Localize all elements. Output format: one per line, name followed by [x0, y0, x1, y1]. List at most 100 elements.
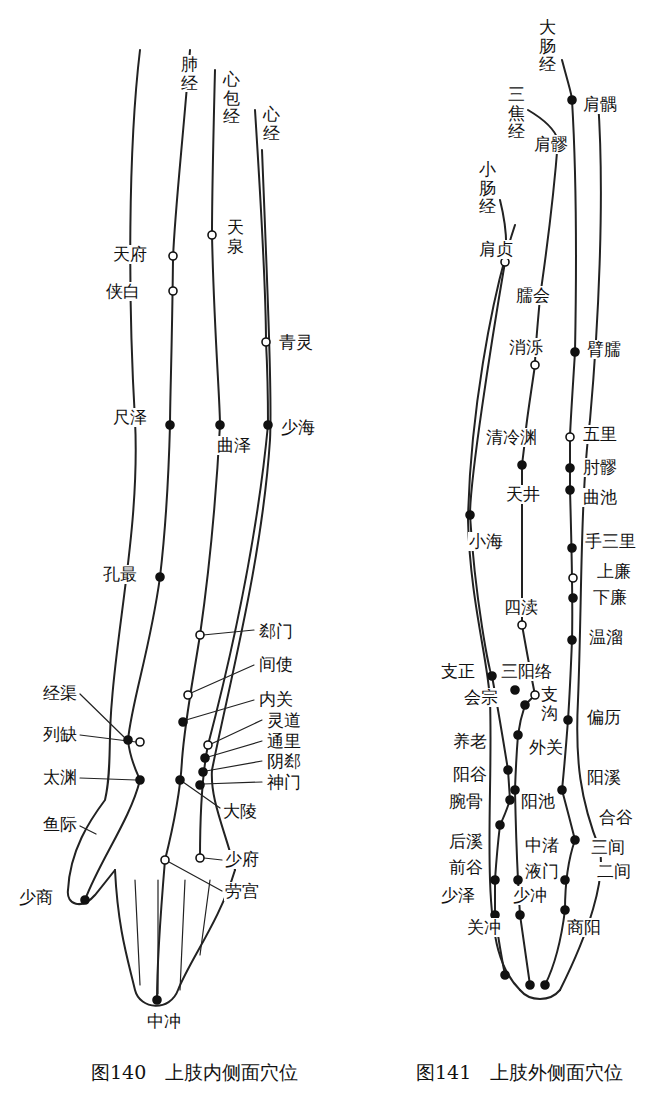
acupoint-label: 少海: [280, 418, 316, 437]
acupoint-dot: [521, 701, 529, 709]
acupoint-dot: [568, 96, 576, 104]
acupoint-label: 天井: [505, 485, 541, 504]
acupoint-dot: [208, 231, 216, 239]
acupoint-label: 侠白: [105, 282, 141, 301]
acupoint-label: 支正: [440, 662, 476, 681]
acupoint-dot: [466, 511, 474, 519]
acupoint-dot: [124, 736, 132, 744]
acupoint-label: 阳池: [520, 792, 556, 811]
acupoint-dot: [568, 636, 576, 644]
acupoint-label: 温溜: [588, 628, 624, 647]
acupoint-label: 少泽: [440, 886, 476, 905]
acupoint-dot: [136, 776, 144, 784]
acupoint-dot: [541, 981, 549, 989]
acupoint-label: 臂臑: [586, 340, 622, 359]
acupoint-label: 鱼际: [42, 815, 78, 834]
acupoint-label: 会宗: [463, 688, 499, 707]
acupoint-dot: [566, 433, 574, 441]
meridian-line: [200, 110, 268, 858]
acupoint-dot: [491, 876, 499, 884]
leader-line: [80, 630, 262, 891]
acupoint-dot: [136, 738, 144, 746]
acupoint-label: 肘髎: [582, 458, 618, 477]
acupoint-label: 支沟: [540, 685, 559, 722]
acupoint-label: 劳宫: [224, 882, 260, 901]
acupoint-dot: [569, 574, 577, 582]
acupoint-label: 手三里: [584, 532, 637, 551]
acupoint-label: 天府: [112, 245, 148, 264]
acupoint-dot: [204, 741, 212, 749]
acupoint-dot: [561, 906, 569, 914]
acupoint-label: 灵道: [266, 711, 302, 730]
acupoint-label: 后溪: [448, 832, 484, 851]
acupoint-label: 消泺: [508, 338, 544, 357]
acupoint-label: 四渎: [503, 598, 539, 617]
acupoint-dot: [161, 856, 169, 864]
acupoint-dot: [569, 594, 577, 602]
acupoint-dot: [179, 718, 187, 726]
acupoint-dot: [262, 338, 270, 346]
acupoint-dot: [156, 573, 164, 581]
acupoint-dot: [264, 421, 272, 429]
acupoint-label: 青灵: [278, 333, 314, 352]
acupoint-label: 五里: [582, 425, 618, 444]
acupoint-dot: [153, 996, 161, 1004]
acupoint-dot: [511, 686, 519, 694]
acupoint-label: 上廉: [596, 562, 632, 581]
acupoint-dot: [564, 716, 572, 724]
acupoint-dot: [176, 776, 184, 784]
acupoint-dot: [196, 781, 204, 789]
acupoint-label: 腕骨: [448, 792, 484, 811]
acupoint-label: 液门: [524, 862, 560, 881]
acupoint-dot: [506, 796, 514, 804]
acupoint-label: 经渠: [42, 684, 78, 703]
acupoint-label: 神门: [266, 773, 302, 792]
acupoint-dot: [516, 911, 524, 919]
acupoint-label: 孔最: [102, 565, 138, 584]
acupoint-dot: [566, 486, 574, 494]
acupoint-label: 养老: [452, 732, 488, 751]
acupoint-dot: [169, 287, 177, 295]
acupoint-dot: [184, 691, 192, 699]
acupoint-label: 中冲: [146, 1012, 182, 1031]
meridian-name: 大肠经: [538, 18, 557, 74]
acupoint-label: 内关: [258, 690, 294, 709]
acupoint-dot: [558, 786, 566, 794]
acupoint-label: 三阳络: [500, 662, 553, 681]
acupoint-label: 阳谷: [452, 765, 488, 784]
acupoint-dot: [568, 544, 576, 552]
acupoint-dot: [518, 461, 526, 469]
acupoint-dot: [501, 258, 509, 266]
acupoint-dot: [504, 766, 512, 774]
acupoint-dot: [199, 768, 207, 776]
acupoint-label: 大陵: [222, 802, 258, 821]
acupoint-label: 前谷: [448, 858, 484, 877]
acupoint-dot: [531, 361, 539, 369]
acupoint-dot: [488, 672, 496, 680]
acupoint-label: 曲泽: [216, 436, 252, 455]
acupoint-label: 关冲: [466, 918, 502, 937]
acupoint-dot: [571, 836, 579, 844]
acupoint-label: 郄门: [258, 622, 294, 641]
acupoint-label: 少冲: [512, 886, 548, 905]
arm-outline: [68, 50, 140, 904]
acupoint-label: 太渊: [42, 768, 78, 787]
acupoint-label: 尺泽: [112, 408, 148, 427]
acupoint-dot: [561, 876, 569, 884]
acupoint-dot: [166, 421, 174, 429]
meridian-line: [85, 50, 190, 900]
acupoint-label: 天泉: [226, 218, 245, 255]
acupoint-label: 二间: [596, 862, 632, 881]
acupoint-label: 下廉: [592, 588, 628, 607]
figure-caption: 图140 上肢内侧面穴位: [90, 1062, 299, 1083]
acupoint-dot: [571, 348, 579, 356]
meridian-name: 心包经: [222, 70, 241, 126]
acupoint-label: 列缺: [42, 725, 78, 744]
acupoint-dot: [566, 464, 574, 472]
acupoint-dot: [169, 252, 177, 260]
acupoint-label: 肩髎: [533, 135, 569, 154]
acupoint-label: 中渚: [524, 836, 560, 855]
acupoint-dot: [196, 854, 204, 862]
